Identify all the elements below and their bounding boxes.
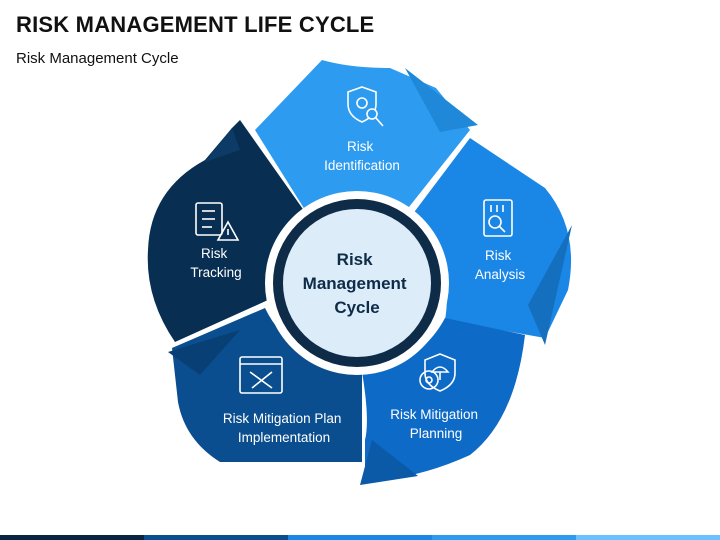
segment-label-line: Risk (201, 246, 227, 261)
segment-label-line: Risk (347, 139, 373, 154)
segment-label-line: Analysis (475, 267, 526, 282)
page-title: RISK MANAGEMENT LIFE CYCLE (16, 12, 375, 37)
tools-window-icon (239, 356, 283, 394)
segment-risk-analysis (412, 138, 572, 345)
segment-risk-identification (255, 60, 478, 212)
center-disc (283, 209, 431, 357)
shield-umbrella-gear-icon (419, 353, 456, 392)
segment-label-risk-identification: Risk Identification (324, 139, 400, 173)
center-label-line-2: Management (303, 274, 407, 293)
bottom-bar-stripe (432, 535, 576, 540)
segment-label-risk-mitigation-implementation: Risk Mitigation Plan Implementation (223, 411, 345, 445)
segment-label-line: Planning (410, 426, 463, 441)
segment-label-line: Risk Mitigation Plan (223, 411, 342, 426)
segment-risk-mitigation-planning (360, 318, 525, 485)
segment-label-line: Risk (485, 248, 511, 263)
segment-risk-identification-shape (255, 60, 470, 212)
segment-risk-mitigation-planning-shape (362, 318, 525, 482)
segment-label-line: Tracking (190, 265, 241, 280)
segment-label-risk-tracking: Risk Tracking (190, 246, 241, 280)
segment-risk-identification-arrow (405, 68, 478, 132)
segment-risk-analysis-shape (412, 138, 572, 338)
segment-risk-tracking-arrow (205, 128, 240, 162)
page-subtitle: Risk Management Cycle (16, 50, 179, 67)
bottom-bar-stripe (576, 535, 720, 540)
bottom-bar-stripe (0, 535, 144, 540)
bottom-bar-stripe (144, 535, 288, 540)
center-label-line-3: Cycle (334, 298, 379, 317)
segment-label-line: Identification (324, 158, 400, 173)
segment-label-line: Risk Mitigation (390, 407, 478, 422)
center-label: Risk Management Cycle (303, 250, 412, 317)
center-label-line-1: Risk (337, 250, 373, 269)
bottom-bar-stripe (288, 535, 432, 540)
segment-label-risk-mitigation-planning: Risk Mitigation Planning (390, 407, 482, 441)
segment-risk-analysis-arrow (528, 225, 572, 345)
segment-risk-mitigation-implementation-arrow (168, 330, 240, 375)
segment-label-line: Implementation (238, 430, 330, 445)
segment-risk-mitigation-planning-arrow (360, 440, 418, 485)
bottom-color-bar (0, 535, 720, 540)
checklist-warning-icon (195, 202, 240, 241)
center-hub: Risk Management Cycle (265, 191, 449, 375)
segment-label-risk-analysis: Risk Analysis (475, 248, 526, 282)
shield-magnifier-icon (347, 86, 384, 127)
report-analysis-icon (483, 199, 513, 237)
